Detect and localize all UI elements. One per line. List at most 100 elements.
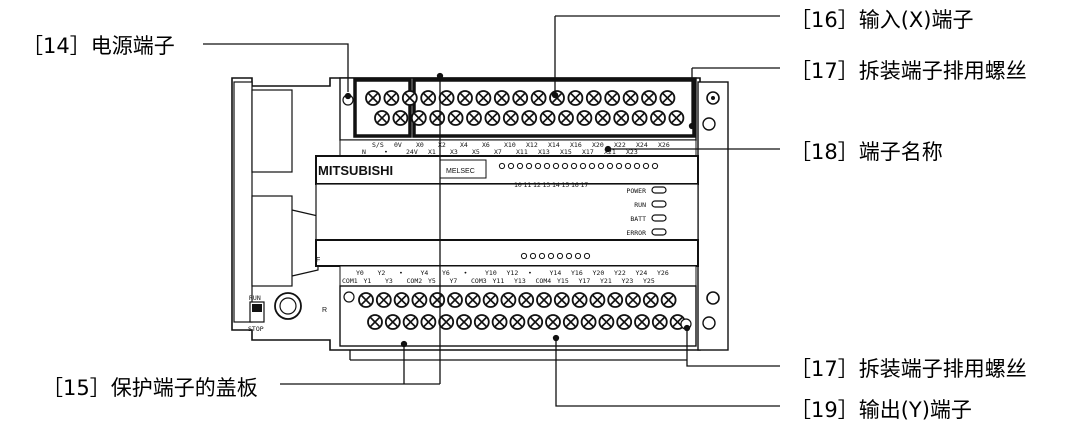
callout-power-terminal: ［14］电源端子 xyxy=(22,34,175,58)
terminal-screw xyxy=(491,314,508,330)
top-terminal-block xyxy=(339,77,697,141)
top-terminal-label: • xyxy=(384,148,388,156)
leader-lines xyxy=(203,15,780,407)
top-terminal-label: X10 xyxy=(504,141,516,149)
input-indicator-number: 11 xyxy=(524,181,532,189)
top-terminal-label: N xyxy=(362,148,366,156)
terminal-screw xyxy=(438,314,455,330)
top-terminal-label: X2 xyxy=(438,141,446,149)
terminal-screw xyxy=(482,292,499,308)
top-terminal-label: X22 xyxy=(614,141,626,149)
terminal-screw xyxy=(365,90,381,106)
terminal-screw xyxy=(604,90,621,106)
terminal-screw xyxy=(536,292,552,308)
terminal-screw xyxy=(375,292,392,308)
terminal-screw xyxy=(509,314,526,330)
terminal-screw xyxy=(466,110,482,126)
input-led xyxy=(498,162,506,170)
bottom-terminal-label: Y23 xyxy=(622,277,634,285)
output-led xyxy=(583,252,591,260)
terminal-screw xyxy=(447,110,464,126)
bottom-screws-row2 xyxy=(367,314,686,330)
callout-output-terminal: ［19］输出(Y)端子 xyxy=(790,398,972,422)
run-stop-switch-knob xyxy=(252,304,262,312)
bottom-terminal-label: Y13 xyxy=(514,277,526,285)
bottom-terminal-label: Y11 xyxy=(493,277,505,285)
top-terminal-label: X12 xyxy=(526,141,538,149)
terminal-screw xyxy=(641,90,657,106)
terminal-screw xyxy=(484,110,501,126)
callout-input-terminal: ［16］输入(X)端子 xyxy=(790,8,974,32)
bottom-terminal-label: Y21 xyxy=(600,277,612,285)
front-middle-panel xyxy=(315,183,699,241)
status-led xyxy=(651,228,667,236)
output-led xyxy=(529,252,537,260)
bottom-terminal-label: Y6 xyxy=(442,269,450,277)
power-terminal-cover xyxy=(353,78,412,138)
input-indicator-number: 15 xyxy=(562,181,570,189)
bottom-terminal-label: Y17 xyxy=(579,277,591,285)
top-terminal-label: X21 xyxy=(604,148,616,156)
status-led-label: BATT xyxy=(630,215,646,223)
lower-led-row xyxy=(520,252,591,260)
terminal-screw xyxy=(500,292,517,308)
top-terminal-label: X7 xyxy=(494,148,502,156)
bottom-terminal-label: Y14 xyxy=(550,269,562,277)
terminal-screw xyxy=(410,110,427,126)
input-indicator-number: 17 xyxy=(581,181,589,189)
input-indicator-number: 10 xyxy=(514,181,522,189)
callout-terminal-cover: ［15］保护端子的盖板 xyxy=(42,376,258,400)
input-led xyxy=(543,162,551,170)
input-led xyxy=(606,162,614,170)
bottom-terminal-label: Y24 xyxy=(636,269,648,277)
terminal-screw xyxy=(521,110,538,126)
terminal-screw xyxy=(456,314,472,330)
side-cover-lower xyxy=(251,195,293,287)
terminal-screw xyxy=(411,292,428,308)
bottom-terminal-label: Y26 xyxy=(657,269,669,277)
terminal-screw xyxy=(580,314,597,330)
terminal-screw xyxy=(392,110,409,126)
top-terminal-label: X13 xyxy=(538,148,550,156)
terminal-screw xyxy=(659,90,676,106)
terminal-screw xyxy=(374,110,390,126)
terminal-screw xyxy=(545,314,561,330)
terminal-screw xyxy=(558,110,574,126)
top-terminal-label: 24V xyxy=(406,148,418,156)
mount-hole-top-2 xyxy=(702,117,716,131)
top-terminal-label: X1 xyxy=(428,148,436,156)
output-led xyxy=(574,252,582,260)
bottom-terminal-label: Y15 xyxy=(557,277,569,285)
terminal-screw xyxy=(367,314,383,330)
input-led xyxy=(615,162,623,170)
bottom-terminal-label: Y7 xyxy=(450,277,458,285)
terminal-screw xyxy=(429,110,446,126)
terminal-screw xyxy=(384,314,401,330)
top-terminal-label: X0 xyxy=(416,141,424,149)
terminal-screw xyxy=(475,90,492,106)
terminal-screw xyxy=(464,292,481,308)
input-led xyxy=(561,162,569,170)
input-led xyxy=(534,162,542,170)
top-terminal-label: X20 xyxy=(592,141,604,149)
brand-logo: MITSUBISHI xyxy=(318,163,393,178)
side-cover-upper xyxy=(251,89,293,173)
terminal-screw xyxy=(530,90,547,106)
bottom-terminal-label: Y3 xyxy=(385,277,393,285)
bottom-terminal-label: • xyxy=(528,269,532,277)
top-screws-row2 xyxy=(374,110,685,126)
input-led xyxy=(579,162,587,170)
terminal-screw xyxy=(553,292,570,308)
terminal-screw xyxy=(613,110,630,126)
top-terminal-label: X15 xyxy=(560,148,572,156)
callout-removal-screw-top: ［17］拆装端子排用螺丝 xyxy=(790,59,1027,83)
input-led xyxy=(570,162,578,170)
bottom-terminal-label: COM1 xyxy=(342,277,358,285)
top-screws-row1 xyxy=(365,90,676,106)
terminal-screw xyxy=(634,314,650,330)
bottom-terminal-label: Y0 xyxy=(356,269,364,277)
